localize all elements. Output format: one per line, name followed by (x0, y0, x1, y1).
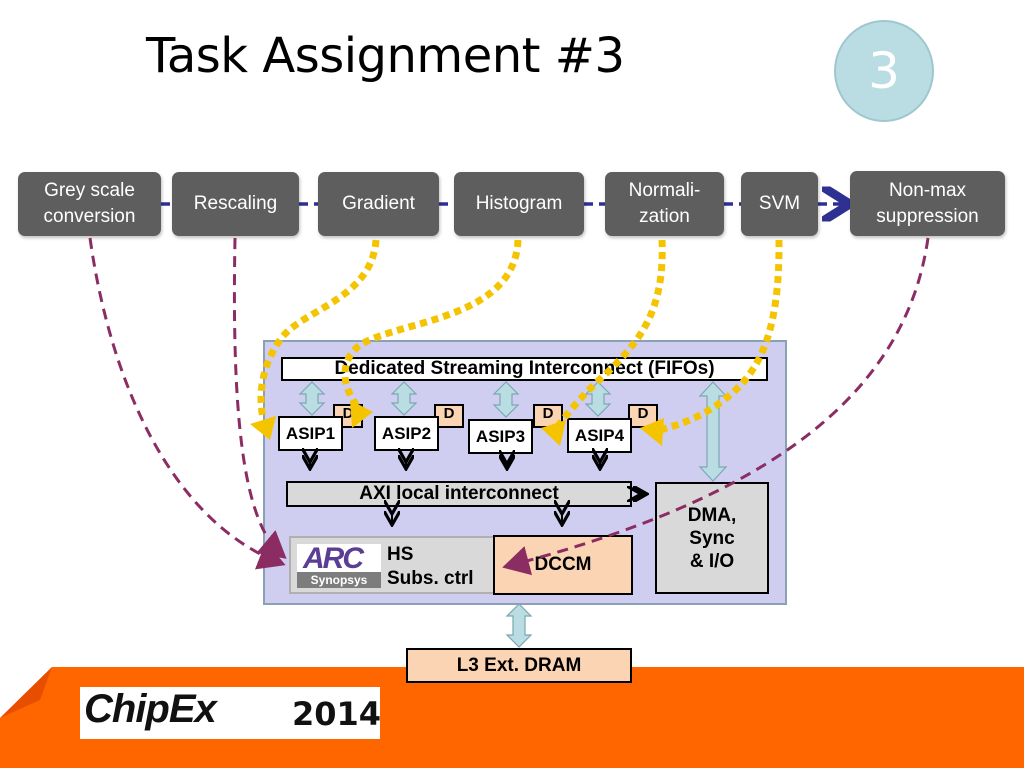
d-memory-2: D (434, 404, 464, 428)
asip-1: ASIP1 (278, 416, 343, 451)
assign-gradient-to-asip1 (257, 239, 380, 419)
stage-svm: SVM (741, 172, 818, 236)
stage-histogram: Histogram (454, 172, 584, 236)
stage-gradient: Gradient (318, 172, 439, 236)
arc-synopsys-logo: ARC Synopsys (297, 542, 381, 588)
hs-subsystem-controller: ARC Synopsys HS Subs. ctrl (289, 536, 497, 594)
asip-assignment-arrowheads (250, 400, 664, 446)
hs-controller-label: HS Subs. ctrl (387, 544, 474, 589)
bus-links (310, 462, 647, 525)
stage-normalization: Normali- zation (605, 172, 724, 236)
axi-local-interconnect: AXI local interconnect (286, 481, 632, 507)
assign-svm-to-asip4 (659, 239, 783, 434)
asip-assignment-arrows (257, 239, 783, 434)
stage-grey-scale-conversion: Grey scale conversion (18, 172, 161, 236)
assign-rescaling-to-hs (232, 237, 287, 559)
streaming-interconnect: Dedicated Streaming Interconnect (FIFOs) (281, 357, 768, 381)
cpu-assignment-arrows (88, 237, 930, 576)
dccm: DCCM (493, 535, 633, 595)
stage-rescaling: Rescaling (172, 172, 299, 236)
page-title: Task Assignment #3 (146, 28, 625, 84)
assign-grey-scale-to-hs (88, 237, 286, 570)
dma-sync-io: DMA, Sync & I/O (655, 482, 769, 594)
assign-normalization-to-asip3 (552, 239, 666, 433)
l3-ext-dram: L3 Ext. DRAM (406, 648, 632, 683)
assign-histogram-to-asip2 (341, 239, 522, 413)
asip-4: ASIP4 (567, 418, 632, 453)
stage-non-max-suppression: Non-max suppression (850, 171, 1005, 236)
assign-nms-to-dccm (502, 237, 930, 576)
slide-number-badge: 3 (834, 20, 934, 122)
asip-3: ASIP3 (468, 419, 533, 454)
chipex-logo: ChipEx 2014 (80, 687, 381, 739)
